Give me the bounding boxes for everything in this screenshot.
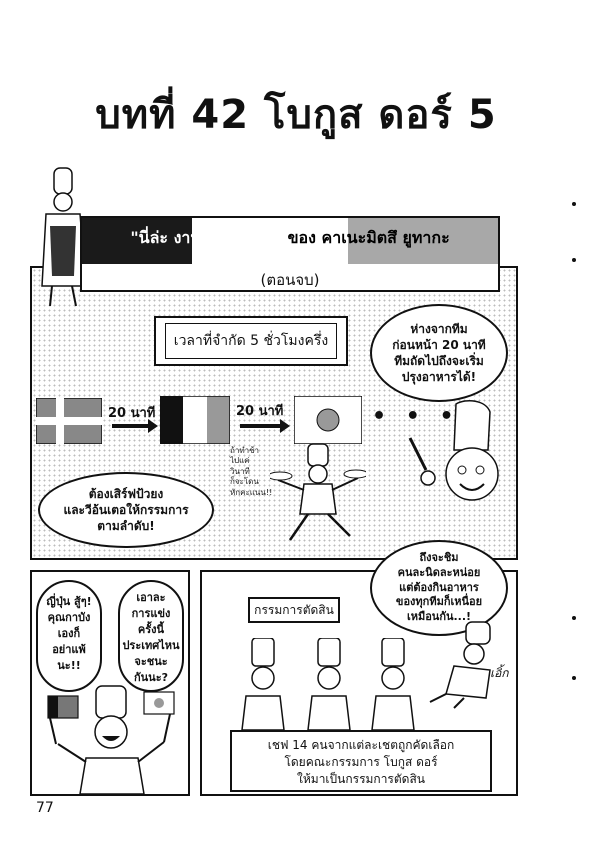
bubble-line: ตามลำดับ! bbox=[97, 519, 155, 534]
bubble-line: คนละนิดละหน่อย bbox=[397, 565, 481, 579]
bubble-line: การแข่ง bbox=[131, 606, 171, 620]
margin-mark bbox=[572, 616, 576, 620]
bubble-line: ครั้งนี้ bbox=[137, 622, 165, 636]
bubble-line: ญี่ปุ่น สู้ๆ! bbox=[46, 595, 92, 608]
bubble-line: เองก็ bbox=[57, 626, 81, 640]
banner-dark-block bbox=[82, 218, 192, 264]
page-number: 77 bbox=[36, 800, 54, 816]
arrow-right-icon bbox=[112, 419, 158, 433]
chapter-title: บทที่ 42 โบกูส ดอร์ 5 bbox=[95, 92, 497, 138]
bubble-line: ก่อนหน้า 20 นาที bbox=[392, 337, 486, 352]
title-banner: "นี่ล่ะ งานโบกูส ดอร์" ของ คาเนะมิตสึ ยู… bbox=[80, 216, 500, 292]
chef-standing-illustration bbox=[41, 167, 87, 307]
sfx-burp: เอิ้ก bbox=[490, 666, 509, 680]
judges-label: กรรมการตัดสิน bbox=[248, 597, 340, 623]
bubble-line: ปรุงอาหารได้! bbox=[401, 370, 477, 385]
banner-subtitle: (ตอนจบ) bbox=[260, 271, 320, 289]
note-line: ถ้าทำช้า bbox=[230, 446, 260, 455]
speech-bubble-competition: เอาละ การแข่ง ครั้งนี้ ประเทศไหน จะชนะ ก… bbox=[118, 580, 184, 692]
cheering-chef-with-flags-illustration bbox=[47, 685, 175, 794]
speech-bubble-serve-order: ต้องเสิร์ฟป้วยง และวีอ้นเตอให้กรรมการ ตา… bbox=[38, 472, 214, 548]
bubble-line: จะชนะ bbox=[134, 654, 168, 668]
bubble-line: และวีอ้นเตอให้กรรมการ bbox=[63, 502, 189, 517]
speech-bubble-next-team: ห่างจากทีม ก่อนหน้า 20 นาที ทีมถัดไปถึงจ… bbox=[370, 304, 508, 402]
flag-france-icon bbox=[160, 396, 230, 444]
speech-bubble-japan-cheer: ญี่ปุ่น สู้ๆ! คุณกาบัง เองก็ อย่าแพ้ นะ!… bbox=[36, 580, 102, 692]
bubble-line: ประเทศไหน bbox=[122, 638, 180, 652]
banner-of: ของ bbox=[282, 228, 322, 247]
note-line: ไปแค่ bbox=[230, 456, 250, 466]
banner-author: คาเนะมิตสึ ยูทากะ bbox=[321, 228, 450, 247]
bubble-line: แต่ต้องกินอาหาร bbox=[399, 580, 479, 594]
flag-japan-icon bbox=[294, 396, 362, 444]
bubble-line: คุณกาบัง bbox=[47, 610, 91, 624]
bubble-line: กันนะ? bbox=[134, 670, 168, 684]
sitting-judge-illustration bbox=[429, 621, 491, 709]
bubble-line: นะ!! bbox=[57, 658, 81, 672]
bubble-line: ห่างจากทีม bbox=[410, 321, 468, 336]
margin-mark bbox=[572, 676, 576, 680]
caption-box: เชฟ 14 คนจากแต่ละเชตถูกคัดเลือก โดยคณะกร… bbox=[230, 730, 492, 792]
bubble-line: ทีมถัดไปถึงจะเริ่ม bbox=[394, 354, 484, 368]
chef-smiling-illustration bbox=[408, 399, 499, 501]
time-limit-box: เวลาที่จำกัด 5 ชั่วโมงครึ่ง bbox=[154, 316, 348, 366]
waiter-note: ถ้าทำช้า ไปแค่ วินาที ก็จะโดน หักคะแนน!! bbox=[230, 446, 272, 498]
arrow-label-2: 20 นาที bbox=[236, 404, 284, 419]
time-limit-text: เวลาที่จำกัด 5 ชั่วโมงครึ่ง bbox=[164, 323, 338, 359]
note-line: หักคะแนน!! bbox=[230, 487, 273, 497]
banner-headline: "นี่ล่ะ งานโบกูส ดอร์" ของ คาเนะมิตสึ ยู… bbox=[82, 226, 498, 251]
bubble-line: อย่าแพ้ bbox=[52, 642, 86, 656]
arrow-label-1: 20 นาที bbox=[108, 406, 156, 421]
margin-mark bbox=[572, 258, 576, 262]
running-waiter-illustration bbox=[270, 443, 366, 541]
bubble-line: เหมือนกัน...! bbox=[406, 610, 472, 624]
note-line: ก็จะโดน bbox=[230, 477, 259, 487]
bubble-line: ต้องเสิร์ฟป้วยง bbox=[88, 486, 164, 501]
caption-line: ให้มาเป็นกรรมการตัดสิน bbox=[297, 771, 425, 786]
note-line: วินาที bbox=[230, 466, 250, 476]
bubble-line: ถึงจะชิม bbox=[419, 550, 459, 564]
bubble-line: ของทุกทีมก็เหนื่อย bbox=[395, 595, 483, 609]
caption-line: โดยคณะกรรมการ โบกูส ดอร์ bbox=[284, 754, 438, 769]
bubble-line: เอาละ bbox=[136, 591, 166, 604]
ellipsis: • • • bbox=[372, 404, 460, 429]
judges-illustration bbox=[241, 638, 415, 730]
banner-grey-block bbox=[348, 218, 498, 264]
margin-mark bbox=[572, 202, 576, 206]
banner-quote: "นี่ล่ะ งานโบกูส ดอร์" bbox=[130, 228, 283, 247]
arrow-right-icon bbox=[240, 419, 290, 433]
caption-line: เชฟ 14 คนจากแต่ละเชตถูกคัดเลือก bbox=[267, 738, 455, 752]
speech-bubble-judge-tired: ถึงจะชิม คนละนิดละหน่อย แต่ต้องกินอาหาร … bbox=[370, 540, 508, 636]
flag-denmark-icon bbox=[36, 398, 102, 444]
